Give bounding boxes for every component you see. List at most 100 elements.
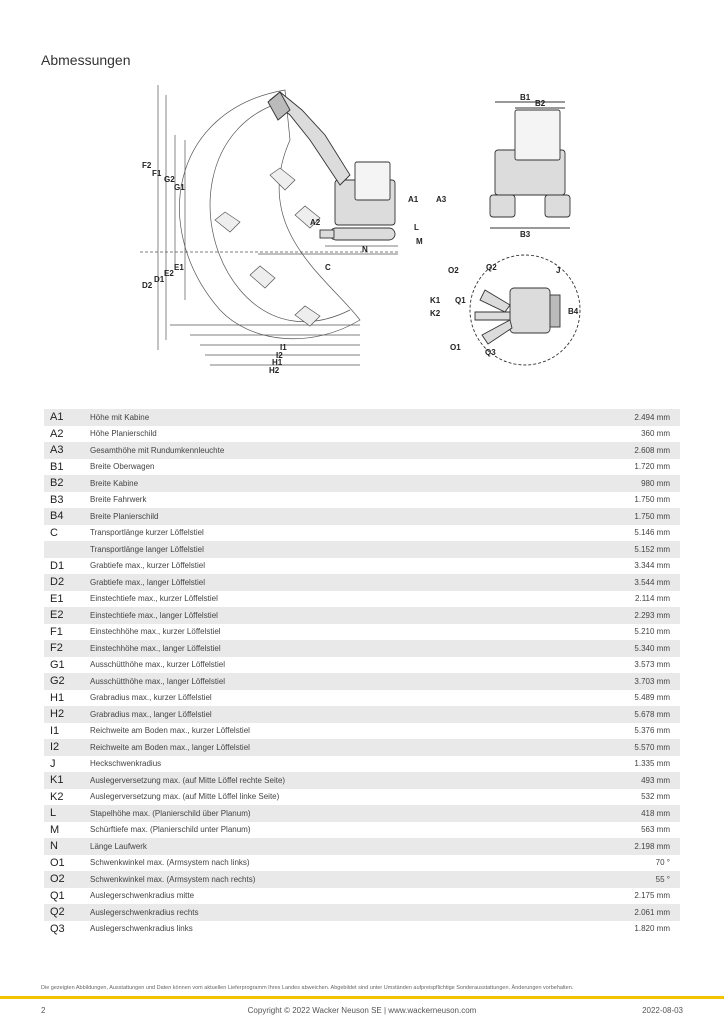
dimension-value: 3.573 mm [634,660,670,670]
dimension-value: 3.703 mm [634,676,670,686]
dimension-value: 1.750 mm [634,495,670,505]
dimension-value: 493 mm [641,775,670,785]
label-d2: D2 [142,281,153,290]
dimension-value: 360 mm [641,429,670,439]
dimension-label: Auslegerschwenkradius rechts [90,907,199,917]
dimension-code: O1 [50,856,65,869]
dimension-code: I2 [50,741,60,754]
dimension-value: 3.544 mm [634,577,670,587]
page-title: Abmessungen [41,52,131,68]
dimension-value: 70 ° [655,858,670,868]
dimension-code: Q1 [50,889,65,902]
dimension-code: G2 [50,675,65,688]
dimension-value: 532 mm [641,792,670,802]
dimension-label: Einstechhöhe max., kurzer Löffelstiel [90,627,221,637]
dimension-value: 2.175 mm [634,891,670,901]
dimension-value: 1.335 mm [634,759,670,769]
dimension-code: G1 [50,658,65,671]
dimension-value: 2.198 mm [634,841,670,851]
page-number: 2 [41,1006,46,1015]
label-q1: Q1 [455,296,466,305]
dimension-label: Höhe mit Kabine [90,412,150,422]
label-f1: F1 [152,169,162,178]
dimension-label: Schwenkwinkel max. (Armsystem nach recht… [90,874,256,884]
dimension-code: K2 [50,790,64,803]
dimension-code: D2 [50,576,65,589]
disclaimer-text: Die gezeigten Abbildungen, Ausstattungen… [41,985,574,991]
dimension-code: B3 [50,493,64,506]
dimension-label: Reichweite am Boden max., kurzer Löffels… [90,726,250,736]
dimension-code: O2 [50,873,65,886]
dimension-value: 5.146 mm [634,528,670,538]
document-date: 2022-08-03 [642,1006,683,1015]
dimension-value: 5.678 mm [634,709,670,719]
copyright-text: Copyright © 2022 Wacker Neuson SE | www.… [247,1006,477,1015]
reach-envelope-inner [209,99,351,322]
dimension-label: Stapelhöhe max. (Planierschild über Plan… [90,808,251,818]
dimension-value: 1.720 mm [634,462,670,472]
dimension-code: J [50,757,56,770]
dimension-code: Q3 [50,922,65,935]
accent-bar [0,996,724,999]
dimension-value: 5.376 mm [634,726,670,736]
dimension-label: Auslegerschwenkradius mitte [90,891,195,901]
table-row: Q1 Auslegerschwenkradius mitte 2.175 mm [44,888,680,905]
label-b3: B3 [520,230,531,239]
table-row: Q3 Auslegerschwenkradius links 1.820 mm [44,921,680,938]
dimension-value: 1.820 mm [634,924,670,934]
dimension-label: Einstechtiefe max., kurzer Löffelstiel [90,594,218,604]
label-m: M [416,237,423,246]
dimension-code: D1 [50,559,65,572]
dimension-code: A1 [50,411,64,424]
dimension-label: Reichweite am Boden max., langer Löffels… [90,742,250,752]
label-o1: O1 [450,343,461,352]
reach-envelope [179,89,361,339]
dimension-code: F2 [50,642,63,655]
dimension-label: Breite Kabine [90,478,139,488]
dimension-value: 1.750 mm [634,511,670,521]
dimension-label: Ausschütthöhe max., langer Löffelstiel [90,676,226,686]
dimension-code: C [50,526,58,539]
label-h1: H1 [272,358,283,367]
label-d1: D1 [154,275,165,284]
label-e1: E1 [174,263,184,272]
dimension-code: N [50,840,58,853]
label-l: L [414,223,419,232]
dimension-label: Grabradius max., kurzer Löffelstiel [90,693,212,703]
dimension-code: B2 [50,477,64,490]
label-a2: A2 [310,218,321,227]
table-row: I2 Reichweite am Boden max., langer Löffe… [44,739,680,756]
table-row: B3 Breite Fahrwerk 1.750 mm [44,492,680,509]
dimension-label: Grabtiefe max., langer Löffelstiel [90,577,206,587]
dimension-code: E2 [50,609,64,622]
label-g2: G2 [164,175,175,184]
dimension-label: Auslegerschwenkradius links [90,924,193,934]
label-q2: Q2 [486,263,497,272]
dimension-label: Breite Fahrwerk [90,495,147,505]
label-a1: A1 [408,195,419,204]
dimension-code: Q2 [50,906,65,919]
table-row: O2 Schwenkwinkel max. (Armsystem nach rec… [44,871,680,888]
dimension-code: A3 [50,444,64,457]
label-h2: H2 [269,366,280,375]
label-f2: F2 [142,161,152,170]
label-c: C [325,263,331,272]
